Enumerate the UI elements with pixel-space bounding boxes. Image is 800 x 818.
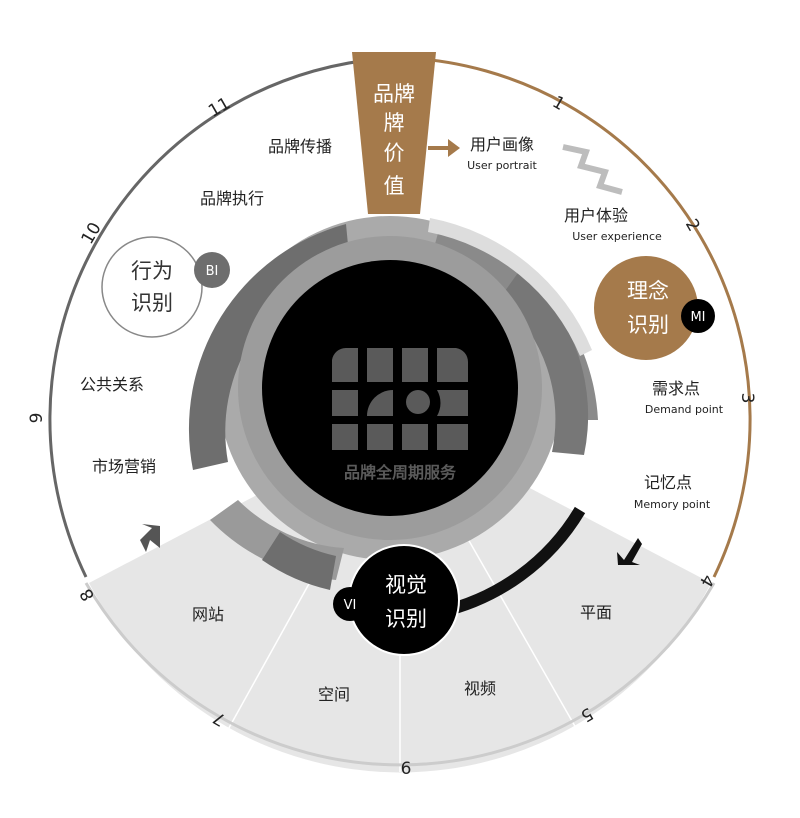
label-user-experience-en: User experience — [572, 230, 662, 243]
brand-value-line1: 品牌 — [373, 82, 415, 106]
mi-badge — [681, 299, 715, 333]
label-video: 视频 — [464, 679, 496, 698]
vi-badge — [333, 587, 367, 621]
outer-ring-bi — [48, 56, 393, 578]
bi-line1: 行为 — [131, 259, 173, 283]
label-public-relations: 公共关系 — [80, 375, 144, 394]
label-memory-point-en: Memory point — [634, 498, 711, 511]
label-plane: 平面 — [580, 603, 612, 622]
label-user-experience: 用户体验 — [564, 206, 628, 225]
clock-10: 10 — [78, 219, 106, 248]
brand-value-line3: 价 — [384, 141, 405, 165]
label-marketing: 市场营销 — [92, 457, 156, 476]
label-user-portrait: 用户画像 — [470, 135, 534, 154]
label-space: 空间 — [318, 685, 350, 704]
bi-badge-text: BI — [206, 264, 219, 279]
bi-circle — [101, 236, 203, 338]
label-brand-spread: 品牌传播 — [268, 137, 332, 156]
vi-line2: 识别 — [385, 607, 427, 631]
bi-badge — [194, 252, 230, 288]
outer-ring-mi — [407, 56, 752, 578]
brand-value-pai: 牌 — [384, 111, 405, 135]
outer-ring-vi — [84, 582, 716, 767]
core-text: 品牌全周期服务 — [344, 463, 457, 482]
brand-value-line4: 值 — [384, 174, 405, 198]
clock-6: 6 — [401, 759, 412, 779]
arrow-right-icon — [428, 139, 460, 157]
clock-2: 2 — [681, 216, 704, 235]
vi-arc-dark — [262, 532, 336, 590]
label-website: 网站 — [192, 605, 224, 624]
bi-line2: 识别 — [131, 291, 173, 315]
vi-badge-text: VI — [344, 598, 357, 613]
clock-9: 9 — [27, 413, 47, 424]
vi-line1: 视觉 — [385, 573, 427, 597]
label-brand-exec: 品牌执行 — [200, 189, 264, 208]
zigzag-icon — [562, 144, 623, 195]
core-logo-icon — [332, 347, 469, 450]
mi-arc-outer — [428, 218, 592, 356]
brand-value-banner — [352, 52, 436, 214]
mi-line2: 识别 — [627, 313, 669, 337]
mi-circle — [594, 256, 698, 360]
label-user-portrait-en: User portrait — [467, 159, 537, 172]
mi-badge-text: MI — [690, 310, 705, 325]
label-demand-point: 需求点 — [652, 379, 700, 398]
mi-line1: 理念 — [627, 279, 669, 303]
arrow-down-left-icon — [617, 538, 642, 565]
label-memory-point: 记忆点 — [644, 473, 692, 492]
label-demand-point-en: Demand point — [645, 403, 724, 416]
clock-3: 3 — [737, 393, 757, 404]
vi-arc-black — [438, 506, 586, 618]
arrow-up-left-icon — [140, 524, 160, 552]
core-circle — [262, 260, 518, 516]
